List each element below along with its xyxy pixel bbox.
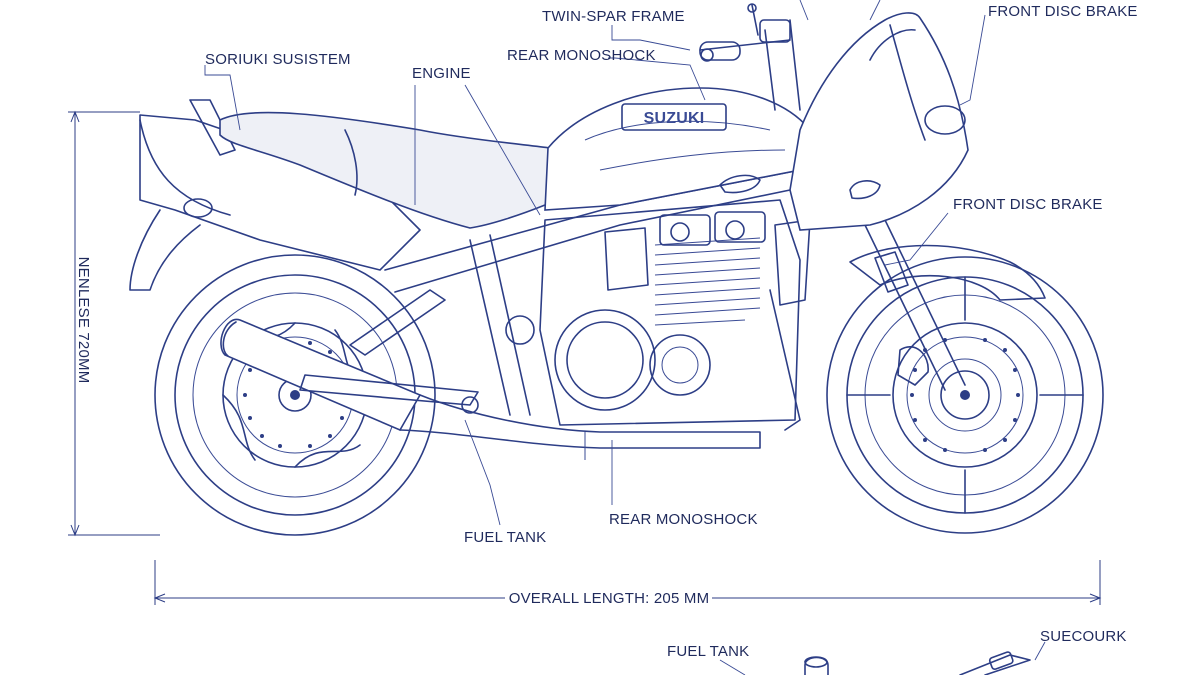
tank-badge [621,103,727,131]
callout-labels: TWIN-SPAR FRAME FRONT DISC BRAKE SORIUKI… [75,3,1138,660]
height-dimension [68,110,160,537]
tank-badge-text: SUZUKI [644,110,705,127]
cooling-fins [654,237,761,326]
label-front-disc-brake-top: FRONT DISC BRAKE [988,3,1138,20]
swingarm [299,289,479,406]
label-engine: ENGINE [412,65,471,82]
label-rear-monoshock-top: REAR MONOSHOCK [507,47,656,64]
label-fuel-tank-mid: FUEL TANK [464,529,546,546]
label-rear-monoshock-bottom: REAR MONOSHOCK [609,511,758,528]
front-fairing [719,12,969,231]
front-disc-holes [910,338,1020,452]
handlebars [699,3,801,111]
length-dimension [153,560,1102,605]
label-overall-length: OVERALL LENGTH: 205 MM [509,590,710,607]
exhaust-muffler [220,318,761,460]
leader-lines [204,0,1046,676]
seat [219,111,557,229]
front-fork [849,219,1046,391]
label-front-disc-brake-mid: FRONT DISC BRAKE [953,196,1103,213]
label-suecourk: SUECOURK [1040,628,1127,645]
label-fuel-tank-bottom: FUEL TANK [667,643,749,660]
front-wheel [826,256,1104,534]
front-brake-caliper [897,346,929,386]
label-twin-spar-frame: TWIN-SPAR FRAME [542,8,685,25]
label-wheelbase-dimension: NENLESE 720MM [75,257,92,384]
label-suspension-system: SORIUKI SUSISTEM [205,51,351,68]
fuel-tank: SUZUKI [544,87,811,211]
bottom-components [804,651,1031,676]
